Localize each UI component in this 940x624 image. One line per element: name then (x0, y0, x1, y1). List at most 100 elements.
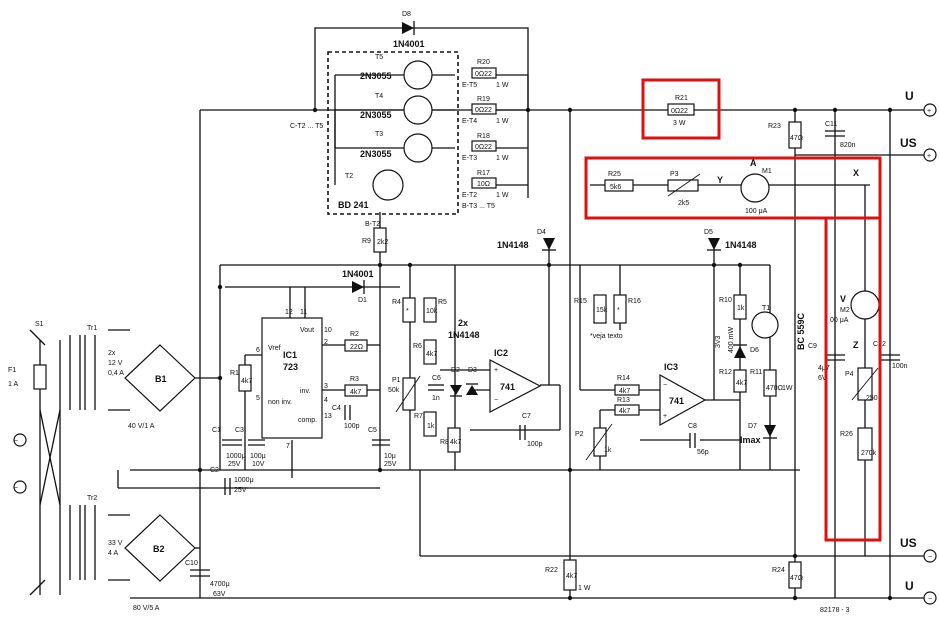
svg-text:−: − (928, 554, 932, 561)
diode-d1: 1N4001 D1 (342, 269, 374, 304)
tr1-label: Tr1 (87, 325, 97, 332)
ic1-passives: R1 4k7 R2 22Ω R3 4k7 C4 100p (230, 331, 368, 430)
r23-c11: R23 47Ω C11 820n (768, 121, 856, 149)
c9-value: 4μ7 (818, 365, 830, 372)
d7-label: D7 (748, 423, 757, 430)
m1-range: 100 μA (745, 208, 768, 215)
svg-text:4: 4 (324, 397, 328, 404)
r20-watt: 1 W (496, 82, 509, 89)
r12-value: 4k7 (736, 380, 747, 387)
d1-label: D1 (358, 297, 367, 304)
r11-watt: 1W (782, 385, 793, 392)
svg-text:~: ~ (14, 485, 18, 492)
svg-text:3: 3 (324, 383, 328, 390)
svg-text:10: 10 (324, 327, 332, 334)
ic3-type: 741 (669, 396, 684, 406)
r17-value: 10Ω (477, 181, 490, 188)
r18-value: 0Ω22 (475, 144, 492, 151)
p3-value: 2k5 (678, 200, 689, 207)
r24-value: 47Ω (790, 575, 803, 582)
svg-text:11: 11 (300, 309, 307, 316)
t3-label: T3 (375, 131, 383, 138)
svg-text:12: 12 (285, 309, 293, 316)
terminal-u-plus (923, 103, 937, 117)
p4-label: P4 (845, 371, 854, 378)
c2-volt: 25V (234, 487, 247, 494)
r19-value: 0Ω22 (475, 107, 492, 114)
r11-label: R11 (750, 369, 762, 376)
power-transistor-group: T5 2N3055 T4 2N3055 T3 2N3055 T2 BD 241 … (290, 51, 459, 228)
r6-value: 4k7 (426, 351, 437, 358)
output-terminals: + + − − U US US U (900, 89, 937, 605)
inv-label: inv. (300, 388, 310, 395)
r10-label: R10 (719, 297, 732, 304)
c3-label: C3 (235, 427, 244, 434)
p4-value: 250 (866, 395, 878, 402)
r8-label: R8 (440, 439, 449, 446)
d6-label: D6 (750, 347, 759, 354)
r7-value: 1k (427, 423, 435, 430)
supply-caps: C1 1000μ 25V C3 100μ 10V C2 1000μ 25V C5… (210, 427, 397, 495)
d4-label: D4 (537, 229, 546, 236)
r20-label: R20 (477, 59, 490, 66)
r1-label: R1 (230, 370, 239, 377)
r23-value: 47Ω (790, 135, 803, 142)
r10-value: 1k (737, 305, 745, 312)
mains-supply: S1 F1 1 A ~ ~ Tr1 2x 12 V 0,4 A Tr2 33 V… (8, 321, 230, 612)
r9-value: 2k2 (377, 239, 388, 246)
diode-d8: D8 1N4001 (393, 11, 425, 49)
d6-watt: 400 mW (728, 327, 735, 353)
r21-label: R21 (675, 95, 688, 102)
c4-label: C4 (332, 405, 341, 412)
t5-label: T5 (375, 54, 383, 61)
ic3-label: IC3 (664, 362, 678, 372)
r3-label: R3 (350, 376, 359, 383)
t2-type: BD 241 (338, 200, 369, 210)
m2-label: M2 (840, 307, 850, 314)
et3-label: E-T3 (462, 155, 477, 162)
svg-text:+: + (927, 108, 931, 115)
b1-label: B1 (155, 374, 167, 384)
comp-label: comp. (298, 417, 317, 424)
c11-value: 820n (840, 142, 856, 149)
vref-label: Vref (268, 345, 281, 352)
r1-value: 4k7 (241, 378, 252, 385)
svg-text:+: + (494, 367, 498, 374)
c2-label: C2 (210, 467, 219, 474)
svg-text:2: 2 (324, 339, 328, 346)
c8-value: 56p (697, 449, 709, 456)
junction-dots (197, 107, 893, 601)
d2d3-value: 1N4148 (448, 330, 480, 340)
d3-label: D3 (468, 367, 477, 374)
d6-value: 3V3 (715, 335, 722, 348)
bt2-label: B-T2 (365, 221, 380, 228)
terminal-u-minus (923, 591, 937, 605)
svg-text:+: + (663, 413, 667, 420)
d5-value: 1N4148 (725, 240, 757, 250)
svg-text:−: − (663, 382, 667, 389)
tr2-label: Tr2 (87, 495, 97, 502)
p3-label: P3 (670, 171, 679, 178)
c6-value: 1n (432, 395, 440, 402)
svg-text:13: 13 (324, 413, 332, 420)
r19-label: R19 (477, 96, 490, 103)
r7-label: R7 (414, 413, 423, 420)
p2-label: P2 (575, 431, 584, 438)
svg-text:33 V: 33 V (108, 540, 123, 547)
r9-label: R9 (362, 238, 371, 245)
diodes-d4-d5: D4 1N4148 D5 1N4148 (497, 229, 757, 251)
r17-label: R17 (477, 170, 490, 177)
imax-label: Imax (740, 435, 761, 445)
r5-value: 10k (426, 308, 438, 315)
d2-label: D2 (451, 367, 460, 374)
c1-label: C1 (212, 427, 221, 434)
c8-label: C8 (688, 423, 697, 430)
u-minus-label: U (905, 579, 914, 593)
r9: R9 2k2 (362, 227, 388, 253)
u-plus-label: U (905, 89, 914, 103)
svg-text:−: − (928, 596, 932, 603)
r6-label: R6 (413, 343, 422, 350)
r22-r24: R22 4k7 1 W R24 47Ω (545, 559, 803, 592)
emitter-resistors: R20 0Ω22 1 W E-T5 R19 0Ω22 1 W E-T4 R18 … (462, 59, 509, 210)
